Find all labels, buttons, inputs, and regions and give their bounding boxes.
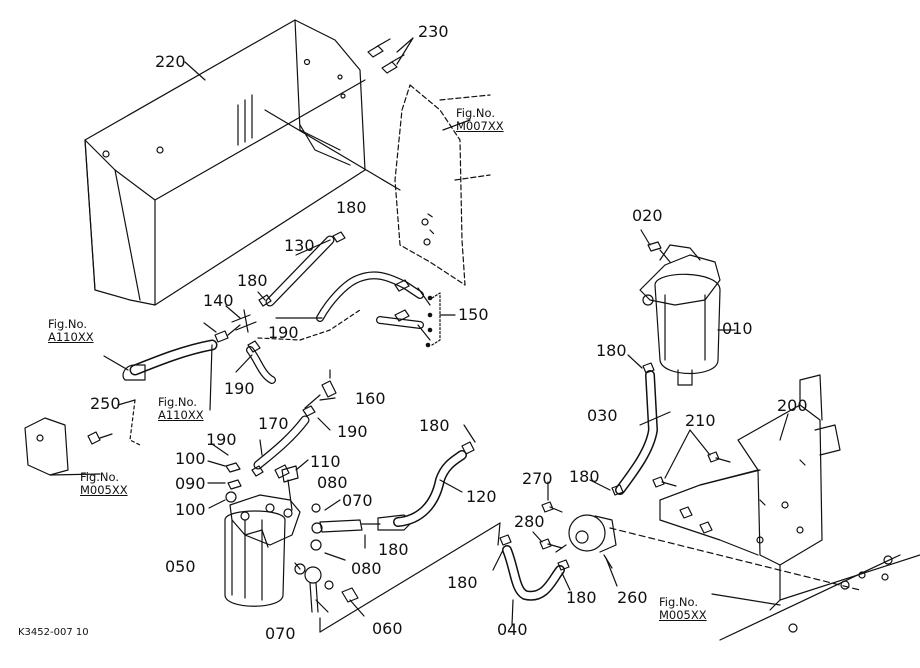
part-label-180: 180 <box>569 467 600 486</box>
figure-reference-m007xx[interactable]: Fig.No. M007XX <box>456 106 504 134</box>
part-label-160: 160 <box>355 389 386 408</box>
part-label-010: 010 <box>722 319 753 338</box>
fuel-pump-260 <box>555 514 617 569</box>
part-label-070: 070 <box>342 491 373 510</box>
part-label-070: 070 <box>265 624 296 643</box>
part-label-020: 020 <box>632 206 663 225</box>
part-label-190: 190 <box>337 422 368 441</box>
part-label-210: 210 <box>685 411 716 430</box>
part-label-180: 180 <box>566 588 597 607</box>
figure-reference-number: A110XX <box>158 408 204 423</box>
part-label-190: 190 <box>268 323 299 342</box>
figure-reference-label: Fig.No. <box>659 595 699 609</box>
part-label-130: 130 <box>284 236 315 255</box>
part-label-180: 180 <box>447 573 478 592</box>
part-label-100: 100 <box>175 449 206 468</box>
part-label-190: 190 <box>206 430 237 449</box>
drawing-code: K3452-007 10 <box>18 627 89 638</box>
part-label-100: 100 <box>175 500 206 519</box>
part-label-090: 090 <box>175 474 206 493</box>
part-label-180: 180 <box>237 271 268 290</box>
hose-assembly-150 <box>316 271 441 346</box>
part-label-270: 270 <box>522 469 553 488</box>
bracket-200 <box>659 374 841 611</box>
part-label-050: 050 <box>165 557 196 576</box>
part-label-180: 180 <box>596 341 627 360</box>
part-label-190: 190 <box>224 379 255 398</box>
part-label-200: 200 <box>777 396 808 415</box>
figure-reference-label: Fig.No. <box>80 470 120 484</box>
figure-reference-number: M005XX <box>659 608 707 623</box>
figure-reference-a110xx[interactable]: Fig.No. A110XX <box>158 395 204 423</box>
part-label-080: 080 <box>351 559 382 578</box>
leader-lines <box>49 61 789 626</box>
figure-reference-a110xx[interactable]: Fig.No. A110XX <box>48 317 94 345</box>
bolts-230 <box>367 37 414 74</box>
part-label-110: 110 <box>310 452 341 471</box>
part-label-060: 060 <box>372 619 403 638</box>
part-label-230: 230 <box>418 22 449 41</box>
return-pipe-a110xx <box>122 339 218 446</box>
cover-220 <box>84 19 401 306</box>
figure-reference-m005xx[interactable]: Fig.No. M005XX <box>80 470 128 498</box>
figure-reference-number: M007XX <box>456 119 504 134</box>
part-label-170: 170 <box>258 414 289 433</box>
part-label-140: 140 <box>203 291 234 310</box>
part-label-260: 260 <box>617 588 648 607</box>
part-label-280: 280 <box>514 512 545 531</box>
part-label-030: 030 <box>587 406 618 425</box>
figure-reference-label: Fig.No. <box>456 106 496 120</box>
figure-reference-label: Fig.No. <box>158 395 198 409</box>
part-label-120: 120 <box>466 487 497 506</box>
side-bracket <box>394 84 491 286</box>
figure-reference-number: A110XX <box>48 330 94 345</box>
part-label-180: 180 <box>336 198 367 217</box>
figure-reference-m005xx[interactable]: Fig.No. M005XX <box>659 595 707 623</box>
part-label-150: 150 <box>458 305 489 324</box>
figure-reference-number: M005XX <box>80 483 128 498</box>
part-label-220: 220 <box>155 52 186 71</box>
sedimenter-010 <box>639 241 721 386</box>
part-label-080: 080 <box>317 473 348 492</box>
part-label-040: 040 <box>497 620 528 639</box>
part-label-250: 250 <box>90 394 121 413</box>
part-label-180: 180 <box>378 540 409 559</box>
figure-reference-label: Fig.No. <box>48 317 88 331</box>
fuel-filter-050 <box>224 494 301 607</box>
part-label-180: 180 <box>419 416 450 435</box>
